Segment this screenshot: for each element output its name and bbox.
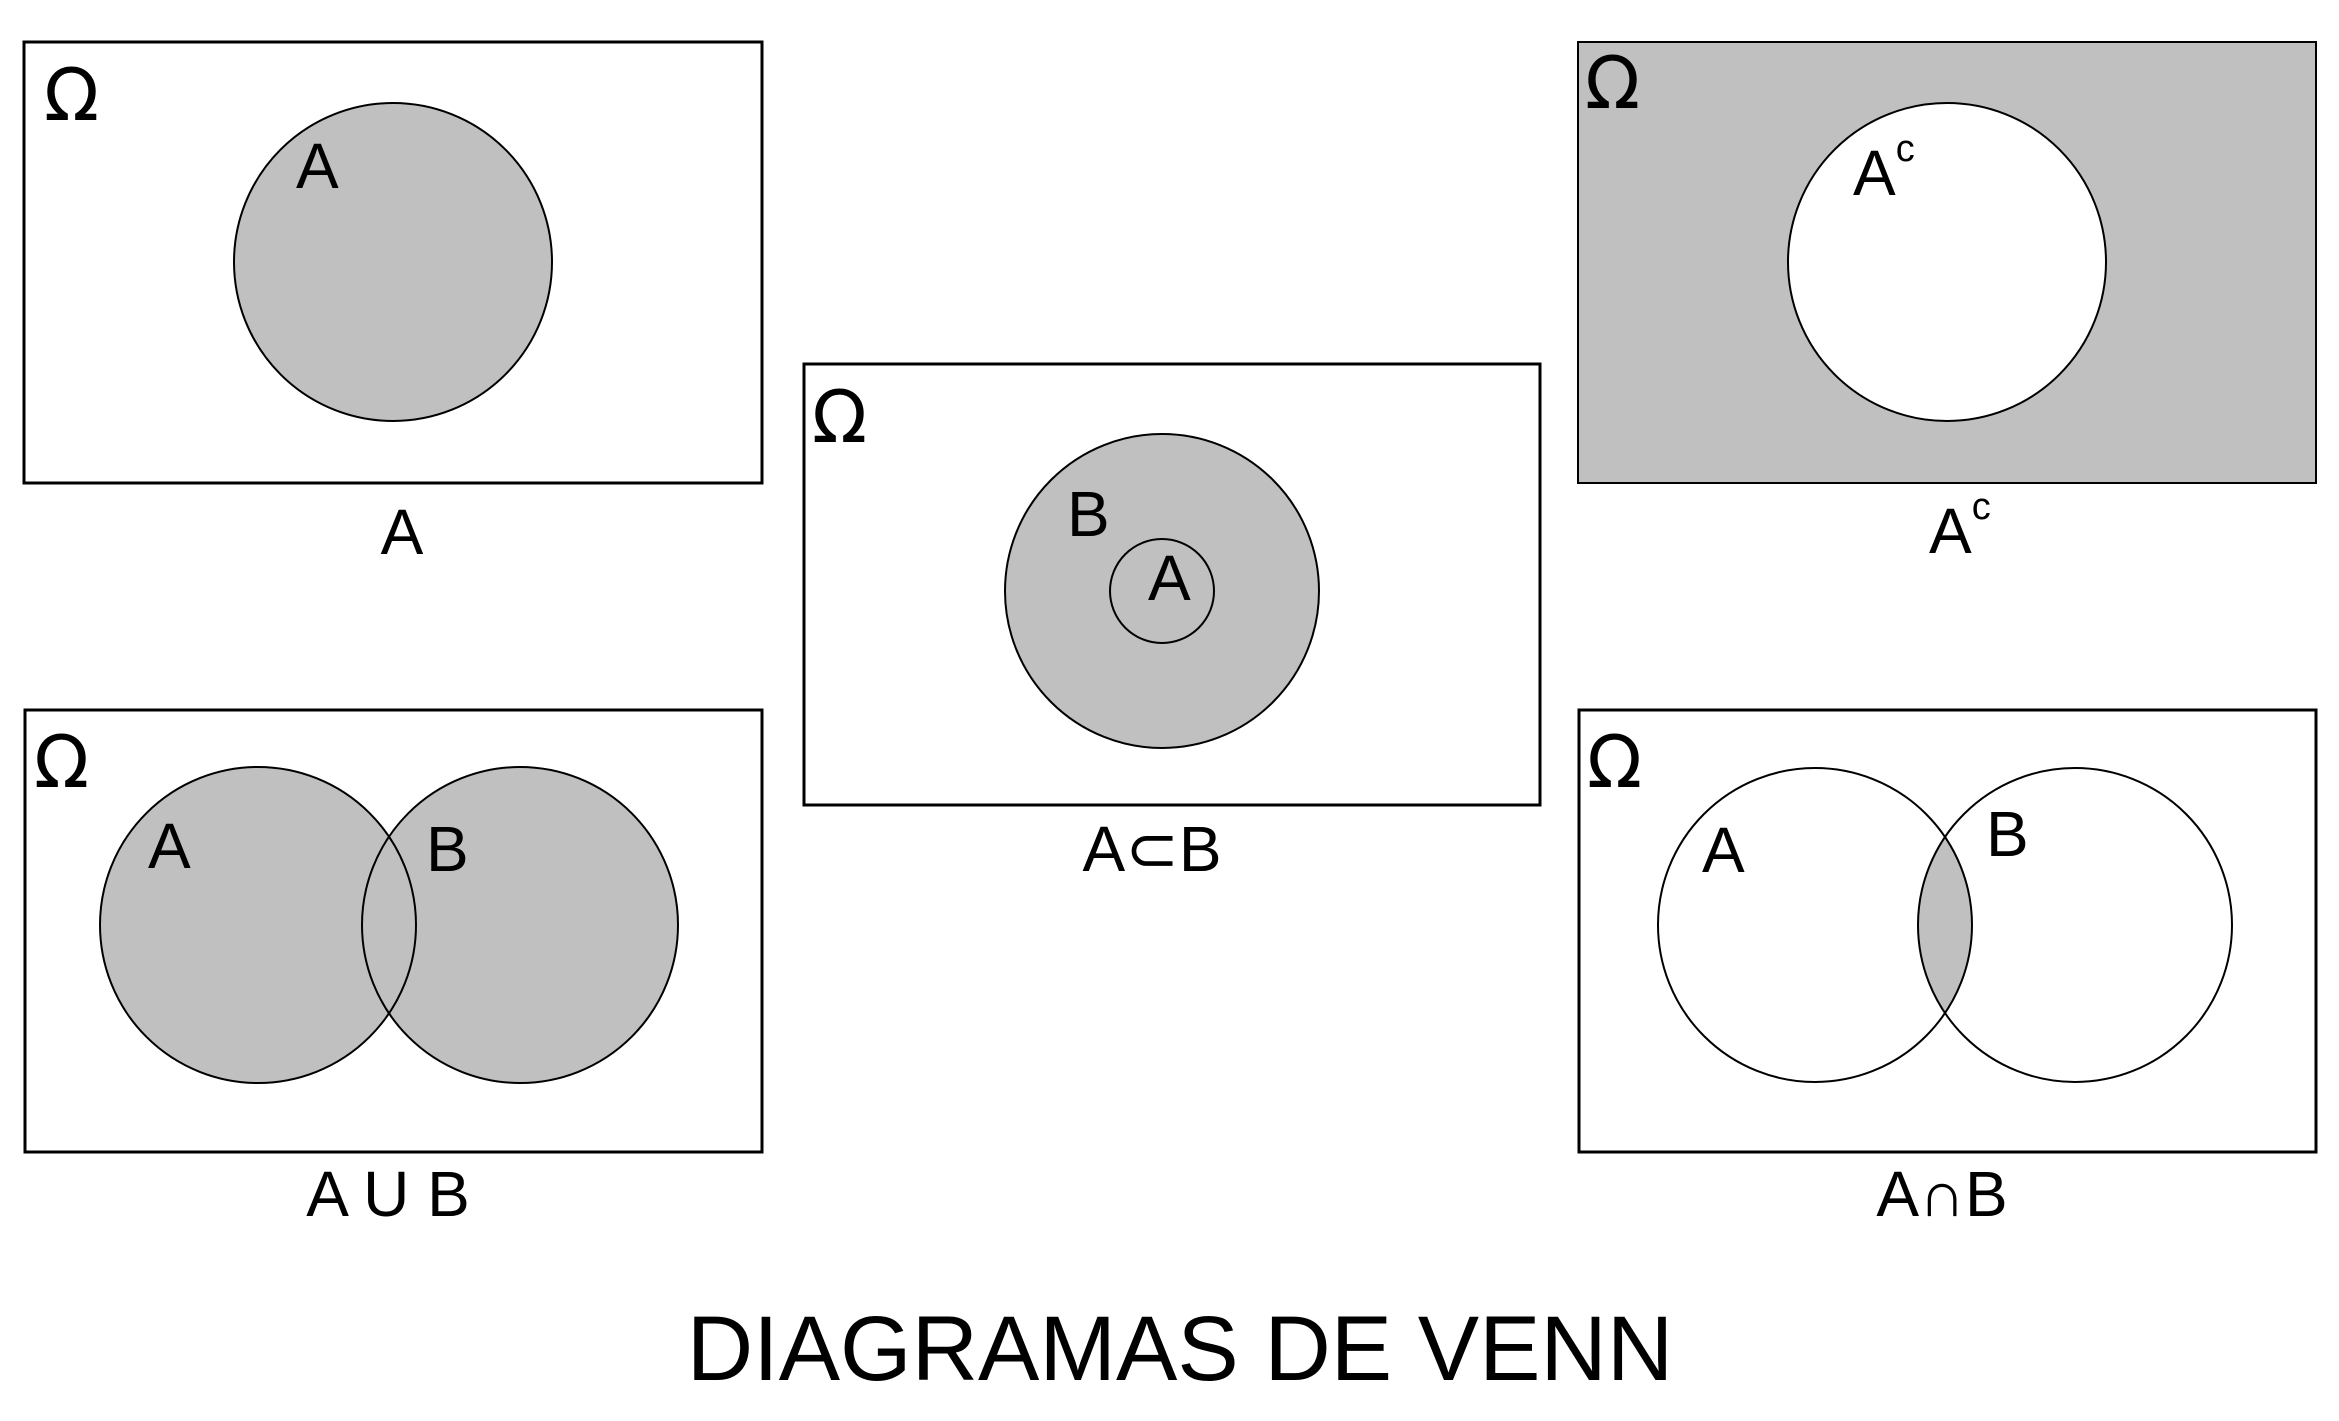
omega-symbol: Ω xyxy=(1585,41,1640,125)
caption-a: A xyxy=(381,496,424,568)
omega-symbol: Ω xyxy=(34,720,89,804)
set-a-label: A xyxy=(1702,814,1745,886)
panel-a: Ω A A xyxy=(22,40,764,568)
set-b-label: B xyxy=(1067,478,1110,550)
set-b-label: B xyxy=(1986,798,2029,870)
caption-union: A U B xyxy=(306,1158,470,1230)
set-b-fill xyxy=(362,767,678,1083)
panel-intersection: Ω A B A∩B xyxy=(1577,708,2318,1230)
omega-symbol: Ω xyxy=(1587,720,1642,804)
set-a-circle xyxy=(1109,538,1215,644)
set-a-label: A xyxy=(148,810,191,882)
set-a-circle xyxy=(1787,102,2107,422)
panel-subset: Ω B A A⊂B xyxy=(802,362,1542,885)
set-b-circle xyxy=(1917,767,2233,1083)
panel-complement: Ω Ac Ac xyxy=(1577,41,2317,567)
set-a-circle xyxy=(1657,767,1973,1083)
set-a-label: A xyxy=(296,130,339,202)
set-a-circle xyxy=(99,766,417,1084)
caption-complement: Ac xyxy=(1929,486,1991,567)
caption-intersection: A∩B xyxy=(1876,1158,2007,1230)
omega-symbol: Ω xyxy=(812,375,867,459)
caption-subset: A⊂B xyxy=(1083,813,1222,885)
set-b-label: B xyxy=(426,813,469,885)
set-a-complement-label: Ac xyxy=(1853,128,1915,209)
set-a-fill xyxy=(100,767,416,1083)
set-a-label: A xyxy=(1148,542,1191,614)
omega-symbol: Ω xyxy=(44,53,99,137)
panel-union: Ω A B A U B xyxy=(23,708,764,1230)
figure-title: DIAGRAMAS DE VENN xyxy=(687,1298,1674,1400)
set-b-circle xyxy=(361,766,679,1084)
set-a-circle xyxy=(233,102,553,422)
